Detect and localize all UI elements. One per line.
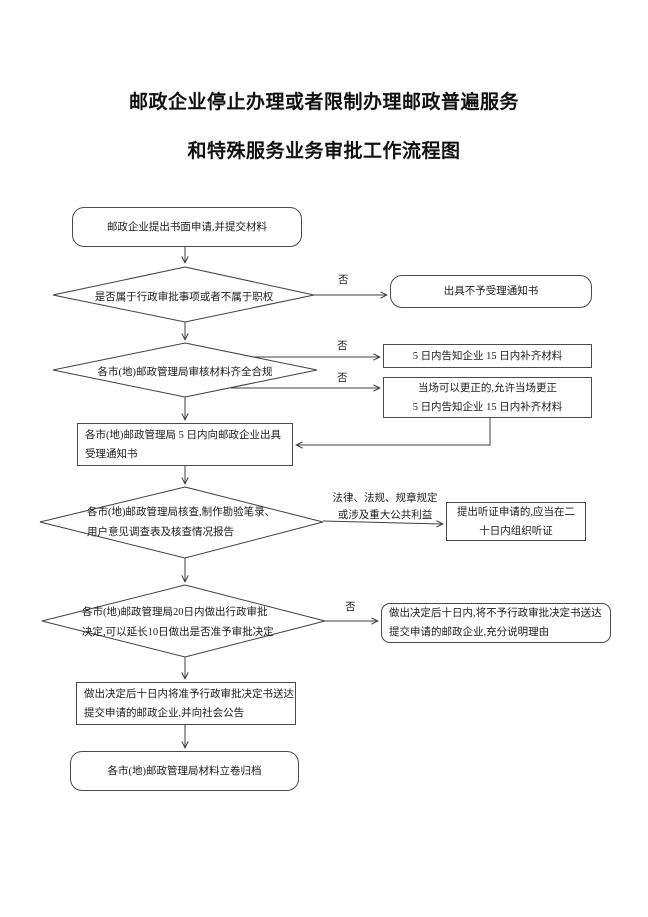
node-receipt-line2: 受理通知书 xyxy=(85,448,138,460)
page-title-line2: 和特殊服务业务审批工作流程图 xyxy=(187,141,461,162)
node-refuse-deliver-line1: 做出决定后十日内,将不予行政审批决定书送达 xyxy=(389,608,602,619)
node-refuse-deliver: 做出决定后十日内,将不予行政审批决定书送达 提交申请的邮政企业,充分说明理由 xyxy=(381,603,611,643)
node-refuse-deliver-line2: 提交申请的邮政企业,充分说明理由 xyxy=(389,627,550,638)
decision-diamond-jurisdiction xyxy=(52,266,315,323)
decision-approve-text: 各市(地)邮政管理局20日内做出行政审批 决定,可以延长10日做出是否准予审批决… xyxy=(82,603,294,643)
node-reject-notice: 出具不予受理通知书 xyxy=(390,275,592,308)
decision-inspect-line2: 用户意见调查表及核查情况报告 xyxy=(87,527,234,538)
node-receipt: 各市(地)邮政管理局 5 日内向邮政企业出具 受理通知书 xyxy=(77,423,293,466)
edge-label-no-3: 否 xyxy=(337,373,348,384)
decision-diamond-approve xyxy=(41,584,326,658)
edge-label-law: 法律、法规、规章规定 或涉及重大公共利益 xyxy=(329,490,441,524)
node-hearing-line1: 提出听证申请的,应当在二 xyxy=(456,506,576,518)
node-apply: 邮政企业提出书面申请,并提交材料 xyxy=(72,207,302,247)
node-onsite-correct: 当场可以更正的,允许当场更正 5 日内告知企业 15 日内补齐材料 xyxy=(383,377,592,418)
node-reject-notice-text: 出具不予受理通知书 xyxy=(443,286,539,297)
arrow-correct-to-receipt xyxy=(297,418,491,445)
decision-materials-text: 各市(地)邮政管理局审核材料齐全合规 xyxy=(97,367,273,378)
node-apply-text: 邮政企业提出书面申请,并提交材料 xyxy=(106,221,268,233)
node-onsite-correct-line2: 5 日内告知企业 15 日内补齐材料 xyxy=(412,401,563,413)
edge-label-no-1: 否 xyxy=(338,275,349,286)
node-approve-deliver-line1: 做出决定后十日内将准予行政审批决定书送达 xyxy=(84,688,294,700)
node-notify-supplement-text: 5 日内告知企业 15 日内补齐材料 xyxy=(412,350,563,362)
node-hearing: 提出听证申请的,应当在二 十日内组织听证 xyxy=(446,502,586,541)
decision-diamond-inspect xyxy=(39,486,324,559)
decision-inspect-line1: 各市(地)邮政管理局核查,制作勘验笔录、 xyxy=(87,507,276,518)
edge-label-law-line1: 法律、法规、规章规定 xyxy=(332,493,438,504)
node-archive-text: 各市(地)邮政管理局材料立卷归档 xyxy=(107,765,262,777)
edge-label-no-2: 否 xyxy=(337,341,348,352)
decision-diamond-materials xyxy=(52,342,318,398)
decision-jurisdiction-text: 是否属于行政审批事项或者不属于职权 xyxy=(94,292,274,303)
node-notify-supplement: 5 日内告知企业 15 日内补齐材料 xyxy=(383,344,592,368)
arrow-d3-hearing xyxy=(322,521,442,524)
node-onsite-correct-line1: 当场可以更正的,允许当场更正 xyxy=(417,382,558,394)
page-title-line1: 邮政企业停止办理或者限制办理邮政普遍服务 xyxy=(128,92,519,113)
node-hearing-line2: 十日内组织听证 xyxy=(479,525,553,537)
node-approve-deliver-line2: 提交申请的邮政企业,并向社会公告 xyxy=(84,707,245,719)
decision-approve-line1: 各市(地)邮政管理局20日内做出行政审批 xyxy=(82,607,268,618)
decision-approve-line2: 决定,可以延长10日做出是否准予审批决定 xyxy=(82,627,274,638)
node-approve-deliver: 做出决定后十日内将准予行政审批决定书送达 提交申请的邮政企业,并向社会公告 xyxy=(76,682,296,725)
edge-label-no-4: 否 xyxy=(345,602,356,613)
node-receipt-line1: 各市(地)邮政管理局 5 日内向邮政企业出具 xyxy=(85,429,281,441)
node-archive: 各市(地)邮政管理局材料立卷归档 xyxy=(70,751,299,791)
decision-inspect-text: 各市(地)邮政管理局核查,制作勘验笔录、 用户意见调查表及核查情况报告 xyxy=(87,503,297,543)
edge-label-law-line2: 或涉及重大公共利益 xyxy=(337,510,433,521)
